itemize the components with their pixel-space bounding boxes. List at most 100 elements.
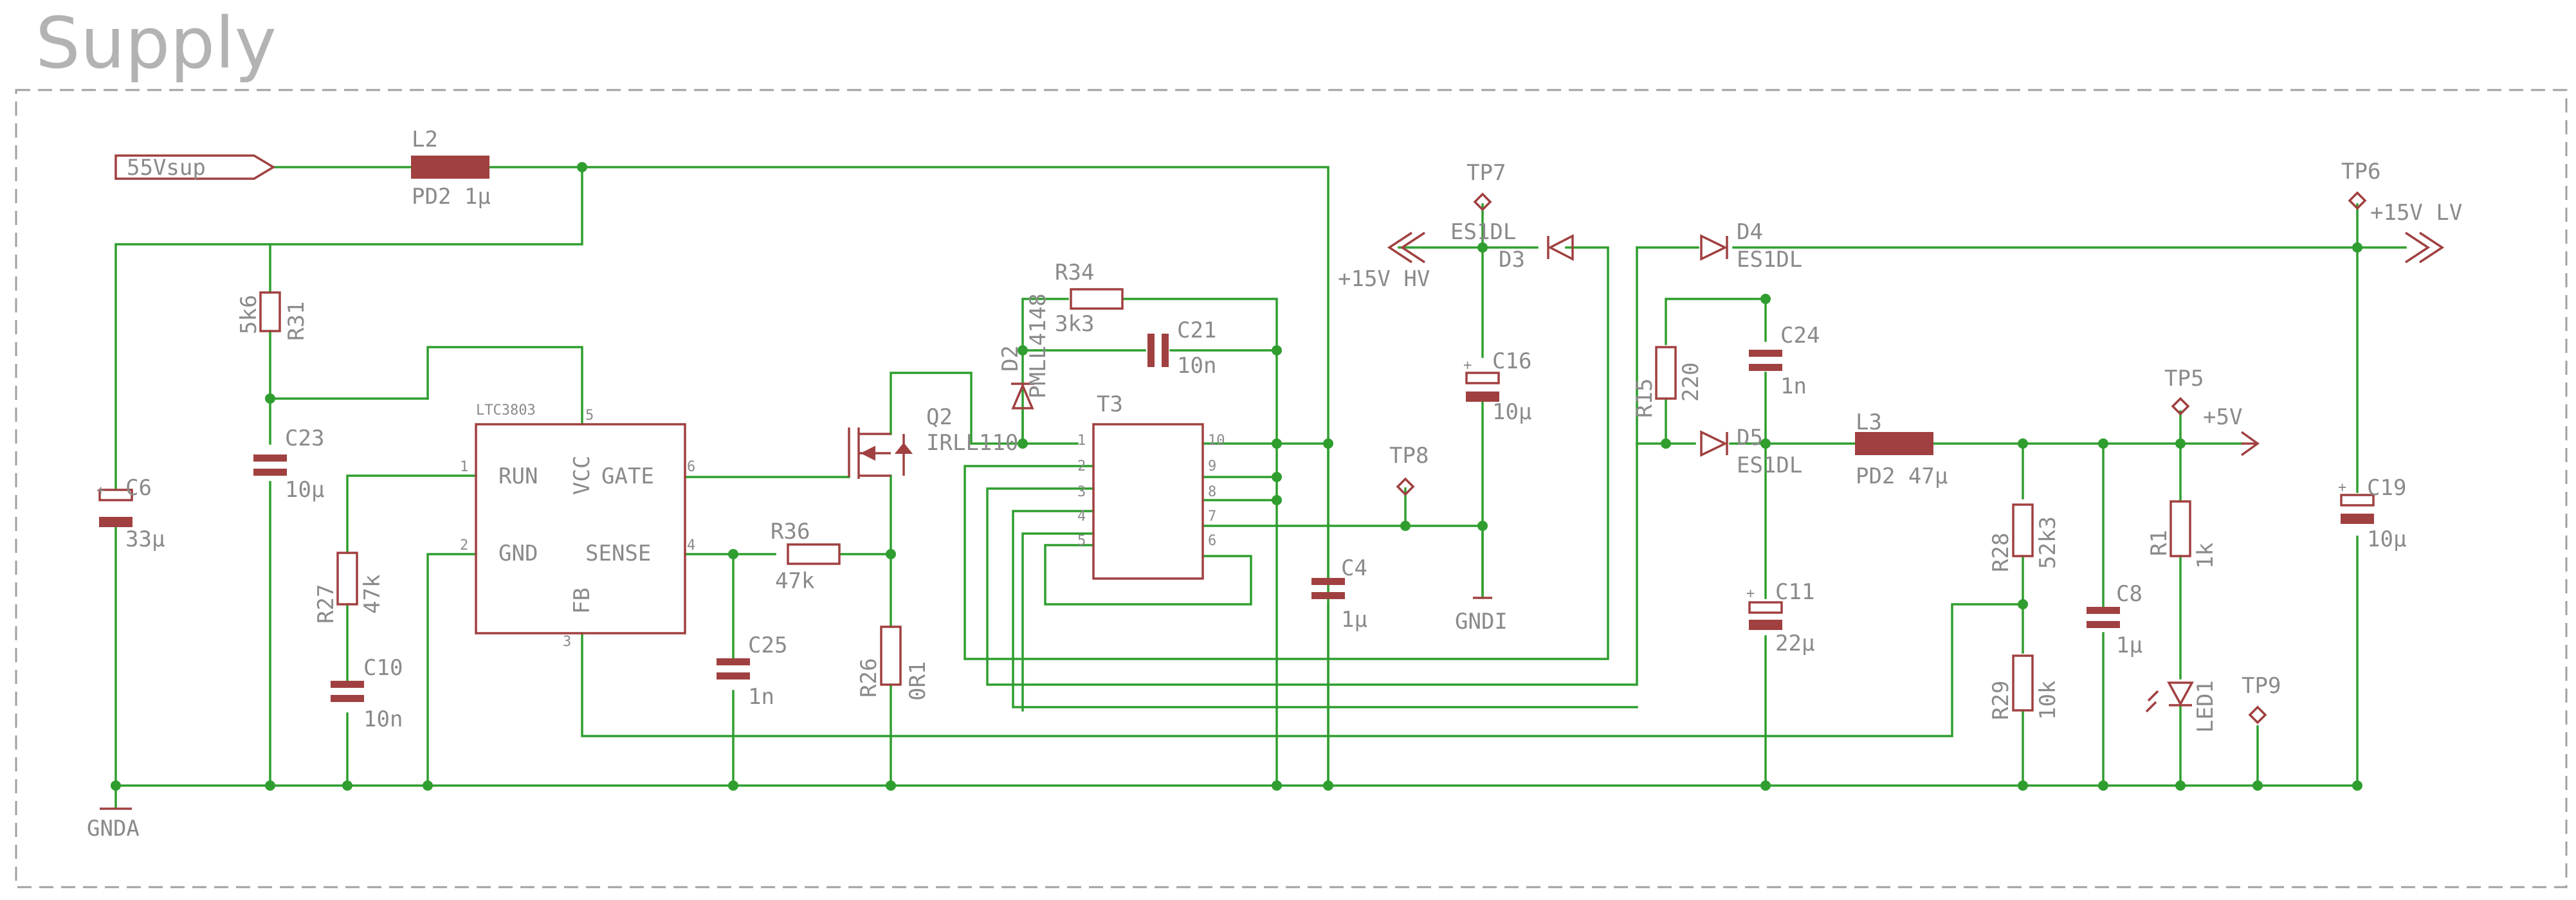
svg-text:+: +: [2338, 480, 2346, 496]
r26-ref: R26: [856, 658, 882, 698]
svg-text:7: 7: [1208, 509, 1216, 525]
ic-pin-gnd: GND: [498, 541, 538, 566]
c23-value: 10µ: [285, 477, 324, 503]
led-led1: LED1: [2145, 680, 2218, 733]
ic-pin-sense: SENSE: [585, 541, 651, 566]
r28-ref: R28: [1988, 533, 2014, 572]
gnda-symbol: GNDA: [87, 784, 140, 842]
testpoint-tp8: TP8: [1389, 443, 1429, 496]
svg-text:10: 10: [1208, 433, 1225, 449]
net-15v-lv-label: +15V LV: [2370, 200, 2462, 226]
capacitor-c11: + C11 22µ: [1746, 579, 1814, 656]
svg-text:1: 1: [460, 459, 468, 475]
mosfet-q2: Q2 IRLL110: [848, 404, 1018, 479]
sheet-frame: [15, 89, 2568, 888]
c16-value: 10µ: [1492, 399, 1531, 425]
c19-ref: C19: [2367, 475, 2406, 501]
ic-ltc3803: LTC3803 RUN GND GATE SENSE VCC FB 1 2 3 …: [460, 402, 695, 650]
inductor-l2: L2 PD2 1µ: [411, 127, 491, 210]
tp9-ref: TP9: [2242, 673, 2281, 699]
d3-ref: D3: [1499, 247, 1525, 273]
net-gnda-label: GNDA: [87, 816, 140, 842]
net-15v-hv-label: +15V HV: [1338, 266, 1430, 292]
resistor-r28: R28 52k3: [1988, 503, 2061, 572]
r34-ref: R34: [1055, 260, 1094, 285]
d2-value: PMLL4148: [1025, 293, 1051, 399]
r1-ref: R1: [2146, 530, 2172, 556]
r15-ref: R15: [1632, 379, 1658, 418]
ic-pin-fb: FB: [569, 588, 595, 614]
testpoint-tp7: TP7: [1466, 160, 1506, 212]
capacitor-c6: + C6 33µ: [96, 475, 165, 552]
svg-text:+: +: [1463, 357, 1472, 374]
q2-value: IRLL110: [926, 430, 1018, 456]
led1-ref: LED1: [2193, 680, 2218, 733]
net-55vsup-label: 55Vsup: [127, 155, 206, 181]
resistor-r36: R36 47k: [771, 519, 841, 594]
wires: [114, 166, 2407, 787]
r28-value: 52k3: [2035, 516, 2061, 569]
net-15v-lv: +15V LV: [2370, 200, 2462, 264]
svg-text:9: 9: [1208, 458, 1216, 474]
svg-text:1: 1: [1077, 433, 1086, 449]
svg-text:3: 3: [1077, 484, 1086, 500]
r34-value: 3k3: [1055, 311, 1094, 337]
ic-ref: LTC3803: [476, 402, 536, 419]
diode-d2: D2 PMLL4148: [998, 293, 1051, 410]
resistor-r29: R29 10k: [1988, 654, 2061, 720]
c10-value: 10n: [363, 706, 403, 732]
testpoint-tp6: TP6: [2341, 159, 2380, 210]
resistor-r1: R1 1k: [2146, 500, 2218, 569]
ic-pin-run: RUN: [498, 464, 538, 489]
c4-value: 1µ: [1341, 607, 1367, 633]
c21-ref: C21: [1177, 318, 1216, 343]
r1-value: 1k: [2193, 543, 2218, 569]
testpoint-tp9: TP9: [2242, 673, 2281, 724]
svg-text:5: 5: [1077, 533, 1086, 549]
resistor-r31: 5k6 R31: [236, 291, 309, 341]
c21-value: 10n: [1177, 353, 1216, 379]
l3-ref: L3: [1856, 410, 1882, 435]
resistor-r15: R15 220: [1632, 346, 1704, 418]
l3-value: PD2 47µ: [1856, 464, 1948, 489]
tp7-ref: TP7: [1466, 160, 1506, 186]
diode-d5: D5 ES1DL: [1700, 425, 1802, 478]
inductor-l3: L3 PD2 47µ: [1855, 410, 1948, 489]
l2-ref: L2: [412, 127, 438, 152]
sheet-title: Supply: [35, 2, 277, 84]
r29-ref: R29: [1988, 681, 2014, 720]
c11-ref: C11: [1775, 579, 1814, 605]
c8-value: 1µ: [2116, 633, 2142, 658]
testpoint-tp5: TP5: [2164, 366, 2204, 416]
resistor-r27: R27 47k: [313, 552, 385, 624]
d5-ref: D5: [1737, 425, 1763, 451]
c16-ref: C16: [1492, 348, 1531, 374]
diode-d3: ES1DL D3: [1450, 219, 1574, 273]
svg-text:4: 4: [687, 537, 695, 554]
r36-value: 47k: [775, 568, 814, 594]
svg-text:+: +: [96, 483, 105, 499]
capacitor-c21: C21 10n: [1147, 318, 1216, 379]
resistor-r26: R26 0R1: [856, 626, 931, 701]
c23-ref: C23: [285, 426, 324, 451]
svg-text:6: 6: [687, 459, 695, 475]
l2-value: PD2 1µ: [412, 184, 491, 210]
r31-ref: R31: [284, 302, 309, 341]
capacitor-c4: C4 1µ: [1311, 555, 1367, 633]
capacitor-c16: + C16 10µ: [1463, 348, 1531, 425]
c8-ref: C8: [2116, 581, 2142, 607]
c11-value: 22µ: [1775, 631, 1814, 656]
diode-d4: D4 ES1DL: [1700, 219, 1802, 273]
r27-ref: R27: [313, 584, 339, 624]
capacitor-c24: C24 1n: [1749, 323, 1820, 399]
tp5-ref: TP5: [2164, 366, 2204, 392]
net-15v-hv: +15V HV: [1338, 231, 1430, 292]
q2-ref: Q2: [926, 404, 953, 430]
capacitor-c10: C10 10n: [331, 655, 403, 732]
net-gndi-label: GNDI: [1455, 609, 1508, 634]
capacitor-c8: C8 1µ: [2087, 581, 2142, 658]
ic-pin-vcc: VCC: [569, 456, 595, 495]
net-5v-label: +5V: [2203, 404, 2242, 430]
transformer-t3: T3 1 2 3 4 5 10 9 8 7 6: [1077, 392, 1225, 580]
c24-value: 1n: [1780, 374, 1807, 399]
